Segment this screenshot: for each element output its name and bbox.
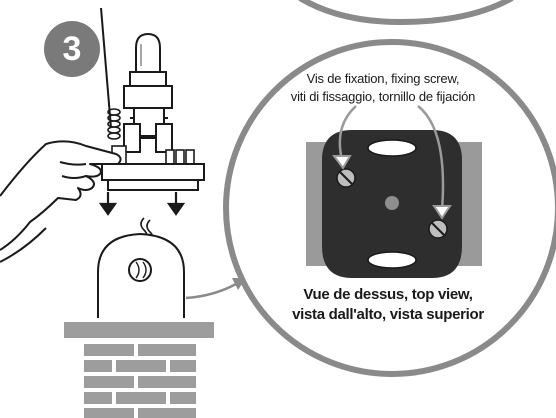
antenna-coil bbox=[107, 108, 121, 140]
down-arrow-icon bbox=[98, 192, 186, 216]
chimney-cap-hole bbox=[128, 258, 152, 282]
terminal-blocks bbox=[111, 145, 195, 165]
curved-arrow-icon bbox=[338, 105, 445, 211]
hand-cable bbox=[0, 227, 47, 263]
antenna bbox=[100, 7, 112, 129]
base-plate bbox=[101, 163, 205, 191]
fixing-screw-label-line2: viti di fissaggio, tornillo de fijación bbox=[290, 89, 476, 104]
center-mark bbox=[385, 196, 399, 210]
lamp-bulb bbox=[129, 32, 167, 87]
bottom-slot bbox=[367, 251, 417, 269]
top-view-label-line1: Vue de dessus, top view, bbox=[303, 286, 473, 303]
lamp-holder bbox=[123, 85, 173, 153]
hand-icon bbox=[0, 140, 122, 251]
top-slot bbox=[367, 139, 417, 157]
screw-icon bbox=[336, 168, 448, 239]
top-view-label-line2: vista dall'alto, vista superior bbox=[292, 306, 484, 323]
chimney-bricks bbox=[64, 322, 214, 418]
fixing-screw-label-line1: Vis de fixation, fixing screw, bbox=[306, 71, 460, 86]
previous-step-circle bbox=[298, 0, 514, 26]
step-number: 3 bbox=[62, 30, 82, 68]
callout-pointer-arrow bbox=[185, 282, 237, 300]
step-badge bbox=[44, 21, 100, 77]
